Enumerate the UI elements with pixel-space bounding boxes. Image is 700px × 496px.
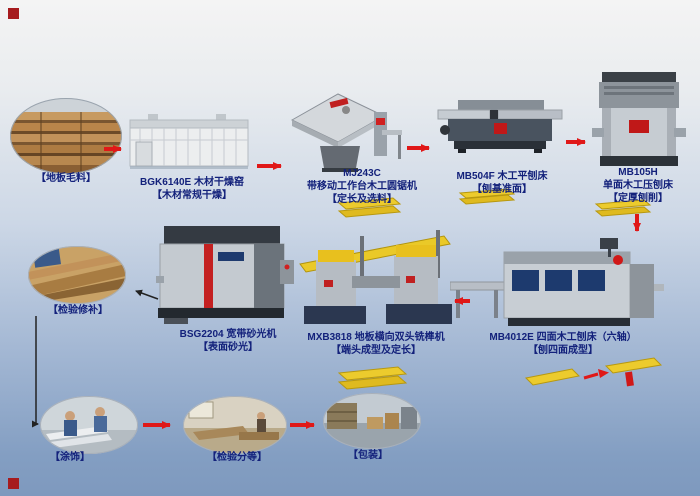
label-moulder: MB4012E 四面木工刨床（六轴） 【刨四面成型】	[489, 331, 636, 357]
surface-planer-illustration	[437, 100, 563, 153]
inspect-repair-caption: 【检验修补】	[48, 305, 108, 316]
label-saw: MJ243C 带移动工作台木工圆锯机 【定长及选料】	[307, 167, 417, 206]
label-kiln: BGK6140E 木材干燥窑 【木材常规干燥】	[140, 176, 244, 202]
surface-planer-model-text: MB504F 木工平刨床	[456, 171, 548, 182]
moulder-model-text: MB4012E 四面木工刨床（六轴）	[489, 332, 637, 343]
label-surface-planer: MB504F 木工平刨床 【刨基准面】	[456, 170, 547, 196]
boards-after-thickness-planer	[594, 199, 652, 217]
connector-sander-to-inspect	[135, 289, 159, 300]
boards-after-moulder	[524, 357, 663, 387]
packing-caption: 【包装】	[348, 450, 388, 461]
saw-process-text: 【定长及选料】	[327, 194, 397, 205]
raw-material-caption: 【地板毛料】	[36, 173, 96, 184]
coating-caption: 【涂饰】	[50, 452, 90, 463]
label-thickness-planer: MB105H 单面木工压刨床 【定厚刨削】	[603, 166, 673, 205]
label-grading: 【检验分等】	[207, 451, 267, 464]
thickness-planer-name-text: 单面木工压刨床	[603, 180, 673, 191]
sliding-table-saw-illustration	[290, 93, 402, 172]
connector-inspect-to-coating	[32, 316, 39, 428]
label-coating: 【涂饰】	[50, 451, 90, 464]
raw-lumber-photo	[10, 98, 122, 174]
saw-model-text: MJ243C	[343, 168, 381, 179]
sander-model-text: BSG2204 宽带砂光机	[179, 329, 277, 340]
label-packing: 【包装】	[348, 449, 388, 462]
moulder-process-text: 【刨四面成型】	[528, 345, 598, 356]
coating-photo	[40, 396, 138, 454]
boards-after-tenoner	[337, 366, 408, 390]
grading-caption: 【检验分等】	[207, 452, 267, 463]
sander-process-text: 【表面砂光】	[197, 342, 258, 353]
double-end-tenoner-illustration	[299, 230, 452, 324]
saw-name-text: 带移动工作台木工圆锯机	[307, 181, 417, 192]
corner-mark-top-left	[8, 8, 19, 19]
packing-photo	[323, 393, 421, 449]
label-inspect-repair: 【检验修补】	[48, 304, 108, 317]
wide-belt-sander-illustration	[156, 226, 294, 324]
grading-photo	[183, 396, 287, 454]
boards-after-surface-planer	[458, 188, 516, 205]
tenoner-process-text: 【端头成型及定长】	[331, 345, 421, 356]
tenoner-model-text: MXB3818 地板横向双头铣榫机	[307, 332, 445, 343]
boards-after-saw	[337, 197, 402, 218]
surface-planer-process-text: 【刨基准面】	[472, 184, 532, 195]
kiln-model-text: BGK6140E 木材干燥窑	[140, 177, 244, 188]
corner-mark-bottom-left	[8, 478, 19, 489]
kiln-process-text: 【木材常规干燥】	[151, 190, 232, 201]
drying-kiln-illustration	[129, 114, 249, 169]
thickness-planer-illustration	[592, 72, 686, 166]
label-raw-material: 【地板毛料】	[36, 172, 96, 185]
thickness-planer-model-text: MB105H	[618, 167, 658, 178]
label-tenoner: MXB3818 地板横向双头铣榫机 【端头成型及定长】	[307, 331, 444, 357]
inspect-repair-photo	[28, 246, 126, 304]
thickness-planer-process-text: 【定厚刨削】	[608, 193, 668, 204]
four-side-moulder-illustration	[450, 238, 664, 326]
label-sander: BSG2204 宽带砂光机 【表面砂光】	[180, 328, 277, 354]
